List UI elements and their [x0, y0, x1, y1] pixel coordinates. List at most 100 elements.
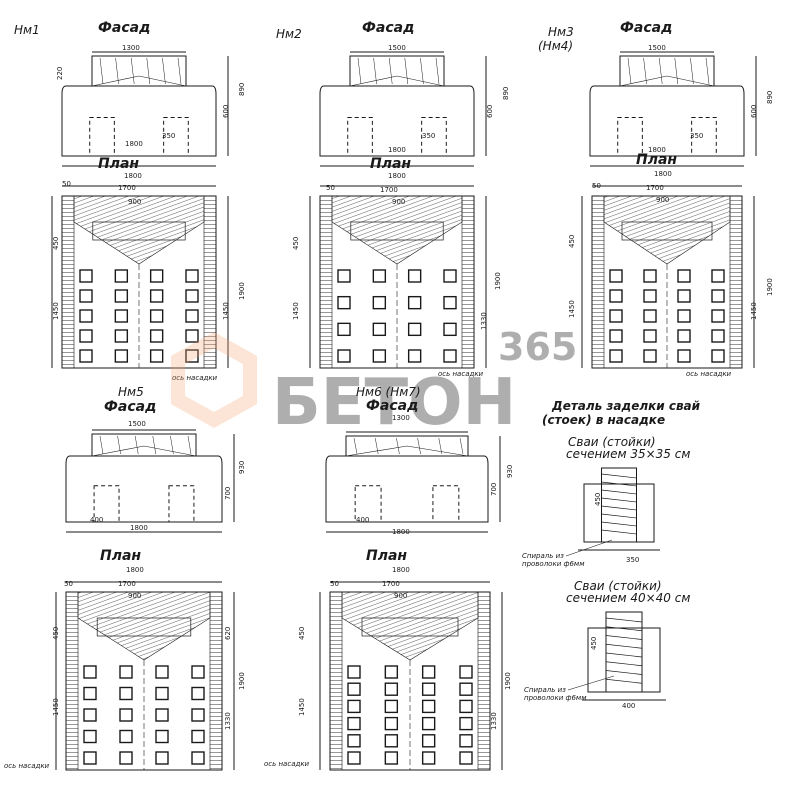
mark-nm4: (Нм4): [538, 39, 573, 53]
plan-nm5-top-block: [96, 617, 192, 637]
detail-40-spiral: [605, 617, 643, 623]
plan-nm5-pile-square: [119, 686, 133, 701]
detail-title-1: Деталь заделки свай: [551, 399, 701, 413]
plan-nm5-pile-square: [191, 686, 205, 701]
detail-40-spiral: [605, 652, 643, 658]
plan-nm6-pile-square: [421, 751, 436, 765]
dim-700: 700: [490, 483, 498, 496]
facade-nm1-hatch: [130, 57, 135, 85]
plan-nm3-right-slope: [729, 195, 743, 369]
facade-nm6-beam: [325, 455, 489, 523]
plan-row-1: План План План 1800 1800 1800 1700 1700 …: [52, 152, 774, 382]
plan-nm3-pile-square: [711, 289, 725, 303]
dim-50: 50: [62, 180, 71, 188]
plan-nm5-pile-square: [119, 729, 133, 744]
plan-title-nm5: План: [100, 548, 141, 564]
plan-nm3-top-slope: [603, 195, 731, 265]
dim-400: 400: [622, 702, 635, 710]
facade-nm2-cap: [349, 55, 445, 87]
facade-nm3-cap: [619, 55, 715, 87]
plan-title-nm2: План: [370, 156, 411, 172]
facade-nm1-hatch: [146, 57, 151, 85]
dim-50: 50: [326, 184, 335, 192]
plan-nm6-pile-square: [384, 751, 399, 765]
dim-1800: 1800: [126, 566, 144, 574]
dim-1800: 1800: [124, 172, 142, 180]
detail-40-spiral: [605, 661, 643, 667]
dim-930: 930: [238, 461, 246, 474]
dim-1330: 1330: [480, 312, 488, 330]
watermark-word: БЕТОН: [272, 366, 516, 440]
dim-1500: 1500: [388, 44, 406, 52]
detail-35-spiral: [601, 505, 637, 511]
plan-nm2-pile-square: [443, 349, 457, 363]
dim-1450: 1450: [52, 302, 60, 320]
watermark-digits: 365: [498, 325, 577, 369]
plan-nm6-pile-square: [459, 665, 473, 679]
plan-nm6-pile-square: [459, 751, 473, 765]
dim-1900: 1900: [766, 278, 774, 296]
dim-1700: 1700: [382, 580, 400, 588]
facade-title-nm1: Фасад: [98, 20, 150, 36]
detail-40-spiral: [605, 635, 643, 640]
plan-nm1-pile-square: [114, 309, 129, 323]
plan-nm1-pile-square: [79, 349, 93, 363]
facade-nm6-pile: [432, 485, 460, 523]
dim-450: 450: [594, 493, 602, 506]
facade-nm3-cap-slope: [619, 75, 715, 87]
plan-nm1-right-slope: [203, 195, 217, 369]
plan-nm5-pile-square: [119, 708, 133, 722]
dim-400: 400: [90, 516, 103, 524]
plan-nm3-pile-square: [677, 269, 691, 283]
detail-title-2: (стоек) в насадке: [542, 413, 665, 427]
facade-nm5-hatch: [117, 435, 121, 455]
facade-nm3-hatch: [674, 57, 679, 85]
plan-nm2-top-block: [350, 221, 444, 241]
dim-1800: 1800: [125, 140, 143, 148]
facade-nm5-hatch: [187, 435, 192, 455]
dim-900: 900: [392, 198, 405, 206]
dim-1900: 1900: [238, 282, 246, 300]
plan-nm5-pile-square: [83, 708, 97, 722]
plan-nm6-right-slope: [477, 591, 491, 771]
plan-nm1-pile-square: [185, 329, 199, 343]
plan-nm1-pile-square: [79, 269, 93, 283]
dim-1700: 1700: [380, 186, 398, 194]
plan-nm6-pile-square: [421, 716, 436, 731]
mark-nm5: Нм5: [118, 385, 144, 399]
plan-nm6-pile-square: [421, 699, 436, 714]
plan-nm2-pile-square: [407, 295, 422, 310]
facade-nm2-pile: [421, 117, 447, 157]
axis-note-nm2: ось насадки: [438, 370, 484, 378]
plan-nm6-pile-square: [347, 665, 361, 679]
plan-nm1-pile-square: [79, 309, 93, 323]
plan-nm6-pile-square: [384, 665, 399, 679]
plan-nm1-pile-square: [185, 269, 199, 283]
dim-1700: 1700: [646, 184, 664, 192]
dim-350: 350: [626, 556, 639, 564]
plan-nm1-pile-square: [114, 349, 129, 363]
axis-note-nm3: ось насадки: [686, 370, 732, 378]
plan-nm3-left-slope: [591, 195, 605, 369]
plan-nm1-pile-square: [185, 309, 199, 323]
facade-nm3-hatch: [627, 57, 632, 85]
facade-title-nm5: Фасад: [104, 399, 156, 415]
plan-nm1-pile-square: [114, 329, 129, 343]
dim-620: 620: [224, 627, 232, 640]
plan-nm6-left-slope: [329, 591, 343, 771]
plan-nm5-pile-square: [191, 751, 205, 765]
plan-nm6-pile-square: [421, 665, 436, 679]
plan-nm6-pile-square: [384, 734, 399, 748]
dim-1700: 1700: [118, 184, 136, 192]
spiral-leader-1: [565, 539, 613, 557]
detail-35-spiral: [601, 521, 637, 527]
dim-1700: 1700: [118, 580, 136, 588]
plan-nm3-pile-square: [643, 309, 657, 323]
dim-1800: 1800: [388, 172, 406, 180]
spiral-label-1b: проволоки ф6мм: [522, 560, 585, 568]
dim-1450: 1450: [292, 302, 300, 320]
plan-nm1-pile-square: [149, 329, 164, 343]
plan-nm1-top-block: [92, 221, 186, 241]
mark-nm2: Нм2: [276, 27, 302, 41]
facade-nm3-pile: [617, 117, 643, 157]
